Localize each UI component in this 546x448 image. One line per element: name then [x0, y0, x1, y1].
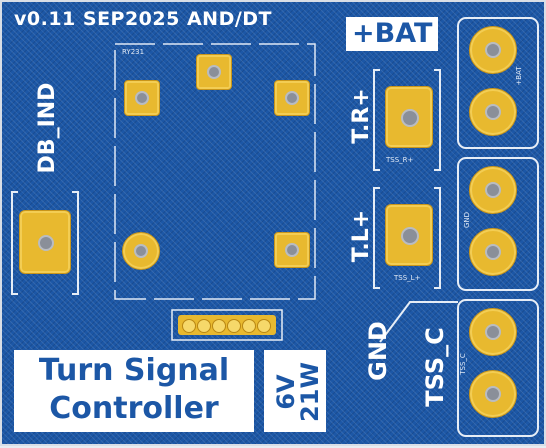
header-pin-2: [197, 319, 211, 333]
tl-outline: [373, 187, 441, 289]
relay-pad-2: [124, 80, 160, 116]
relay-pad-1: [196, 54, 232, 90]
tl-ref-label: TSS_L+: [394, 274, 421, 282]
title-line-2: Controller: [49, 391, 219, 426]
bat-label: +BAT: [346, 17, 439, 51]
header-pin-5: [242, 319, 256, 333]
db-ind-outline: [11, 191, 79, 295]
tss-pad-2: [469, 370, 517, 418]
tl-pad: [385, 204, 433, 266]
rating-line-2: 21W: [296, 362, 324, 422]
title-line-1: Turn Signal: [38, 353, 230, 388]
bat-pad-1: [469, 26, 517, 74]
tss-ref-label: TSS_C: [459, 353, 467, 375]
gnd-pad-1: [469, 166, 517, 214]
header-pin-1: [182, 319, 196, 333]
tss-pad-1: [469, 308, 517, 356]
bat-ref-label: +BAT: [515, 66, 523, 86]
tr-outline: [373, 69, 441, 171]
db-ind-pad: [19, 210, 71, 274]
header-pin-6: [257, 319, 271, 333]
gnd-label: GND: [364, 321, 392, 381]
gnd-pad-2: [469, 228, 517, 276]
tl-label: T.L+: [349, 209, 374, 263]
relay-outline: [114, 43, 316, 300]
header-outline: [171, 309, 283, 341]
relay-ref-label: RY231: [122, 48, 145, 56]
rating-box: 6V 21W: [264, 350, 326, 432]
version-text: v0.11 SEP2025 AND/DT: [14, 8, 273, 30]
tr-pad: [385, 86, 433, 148]
db-ind-label: DB_IND: [35, 82, 60, 174]
gnd-terminal-outline: [457, 157, 539, 291]
bat-terminal-outline: [457, 17, 539, 149]
header-pin-3: [212, 319, 226, 333]
header-pin-4: [227, 319, 241, 333]
tr-label: T.R+: [349, 88, 374, 144]
gnd-ref-label: GND: [463, 211, 471, 229]
tr-ref-label: TSS_R+: [386, 156, 414, 164]
relay-pad-4: [122, 232, 160, 270]
relay-pad-3: [274, 80, 310, 116]
relay-pad-5: [274, 232, 310, 268]
bat-pad-2: [469, 88, 517, 136]
tss-terminal-outline: [457, 299, 539, 437]
gnd-leader-line: [379, 301, 458, 343]
title-box: Turn Signal Controller: [14, 350, 254, 432]
tss-label: TSS_C: [421, 327, 449, 407]
